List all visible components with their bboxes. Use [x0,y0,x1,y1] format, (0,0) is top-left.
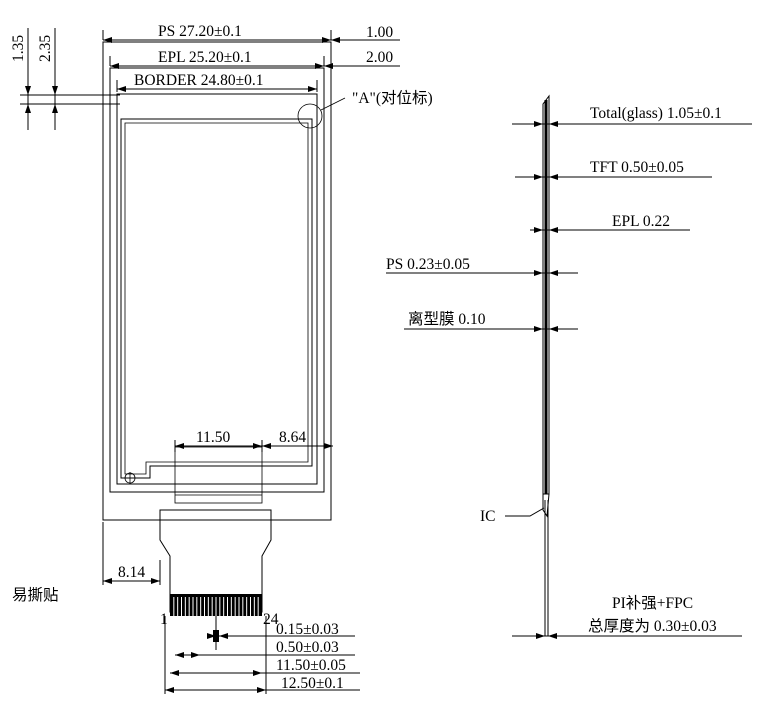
dimension-arrowhead [549,174,558,180]
dimension-arrowhead [324,63,333,69]
dimension-arrowhead [534,326,543,332]
dimension-arrowhead [175,652,184,658]
dimension-arrowhead [219,633,228,639]
dimension-arrowhead [534,121,543,127]
label-dim-864: 8.64 [279,429,306,446]
border-outline [116,93,318,485]
label-right-outer: 1.00 [366,24,393,41]
label-dim-135: 1.35 [10,35,27,62]
dimension-arrowhead [308,86,317,92]
alignment-mark-leader [320,97,346,111]
dimension-arrowhead [25,104,31,113]
alignment-mark-circle [297,103,323,129]
dimension-arrowhead [151,578,160,584]
label-pitch: 0.50±0.03 [276,639,339,656]
dimension-arrowhead [262,443,271,449]
dimension-arrowhead [549,270,558,276]
label-ps: PS 27.20±0.1 [158,23,242,40]
dimension-arrowhead [52,104,58,113]
label-fpc-pins: 11.50±0.05 [276,657,346,674]
fpc-pin-gaps [173,597,259,616]
dimension-arrowhead [103,578,112,584]
dimension-arrowhead [257,687,266,693]
label-release-film: 离型膜 0.10 [408,310,486,328]
label-dim-235: 2.35 [37,35,54,62]
dimension-arrowhead [322,37,331,43]
label-pi-thickness: 总厚度为 0.30±0.03 [588,617,717,635]
label-fpc-width: 12.50±0.1 [281,675,344,692]
dimension-arrowhead [110,63,119,69]
dimension-arrowhead [534,270,543,276]
epl-outline [109,67,325,493]
dimension-arrowhead [549,227,558,233]
dimension-arrowhead [534,174,543,180]
label-pi-stiffener: PI补强+FPC [612,594,693,612]
label-dim-1150: 11.50 [196,429,231,446]
ic-area-box [174,446,263,504]
dimension-arrowhead [25,86,31,95]
label-pin-first: 1 [160,611,168,628]
ic-leader [505,507,545,517]
label-ps-thickness: PS 0.23±0.05 [386,256,470,273]
label-ic: IC [480,508,496,525]
label-tft: TFT 0.50±0.05 [590,159,684,176]
dimension-arrowhead [315,63,324,69]
dimension-arrowhead [253,443,262,449]
label-pin-last: 24 [263,611,279,628]
label-alignment-mark: "A"(对位标) [352,89,433,107]
dimension-arrowhead [170,670,179,676]
label-pitch-width: 0.15±0.03 [276,621,339,638]
side-view: Total(glass) 1.05±0.1 TFT 0.50±0.05 EPL … [386,94,752,637]
dimension-arrowhead [165,687,174,693]
dimension-arrowhead [549,121,558,127]
label-dim-814: 8.14 [118,564,145,581]
label-right-inner: 2.00 [366,49,393,66]
label-epl: EPL 25.20±0.1 [158,49,252,66]
dimension-arrowhead [191,652,200,658]
active-area-inner [124,122,309,475]
dimension-arrowhead [548,633,557,639]
dimension-arrowhead [207,633,216,639]
dimension-arrowhead [534,227,543,233]
dimension-arrowhead [175,443,184,449]
label-total: Total(glass) 1.05±0.1 [590,105,722,122]
dimension-arrowhead [117,86,126,92]
dimension-arrowhead [253,670,262,676]
dimension-arrowhead [324,443,333,449]
dimension-arrowhead [103,37,112,43]
label-peel-tab: 易撕贴 [12,586,59,604]
dimension-arrowhead [331,37,340,43]
ps-panel-outline [102,41,332,521]
active-area-outline [120,118,313,479]
front-view: PS 27.20±0.1 EPL 25.20±0.1 BORDER 24.80±… [10,23,433,694]
dimension-arrows [25,37,558,693]
dimension-arrowhead [536,633,545,639]
dimension-arrowhead [52,86,58,95]
label-border: BORDER 24.80±0.1 [134,72,264,89]
dimension-arrowhead [549,326,558,332]
label-epl-thickness: EPL 0.22 [612,213,670,230]
